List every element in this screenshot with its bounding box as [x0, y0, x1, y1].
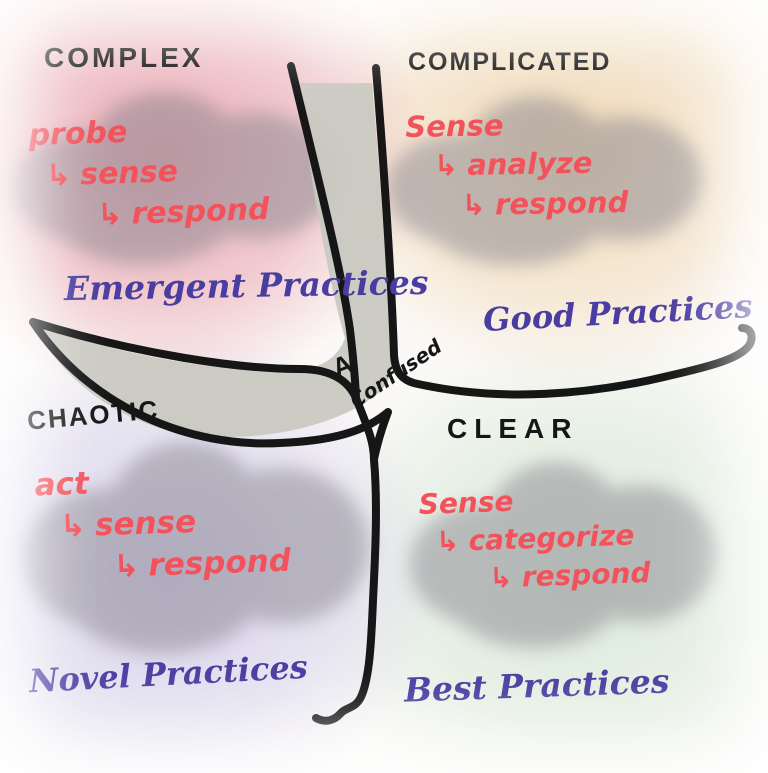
- branch-arrow-icon: ↳: [433, 148, 459, 183]
- branch-arrow-icon: ↳: [112, 548, 141, 586]
- step-line: ↳respond: [112, 542, 292, 586]
- curve-crescent-bottom: [29, 318, 392, 463]
- clear-cloud: [410, 462, 720, 652]
- branch-arrow-icon: ↳: [96, 196, 124, 233]
- complex-label: COMPLEX: [44, 42, 204, 73]
- cloud-lump: [447, 541, 621, 649]
- center-a-label: A: [327, 348, 358, 384]
- good-practices-label: Good Practices: [482, 286, 754, 340]
- branch-arrow-icon: ↳: [435, 524, 461, 559]
- branch-arrow-icon: ↳: [461, 187, 487, 222]
- chaotic-label: CHAOTIC: [25, 394, 161, 436]
- step-line: ↳respond: [96, 191, 270, 233]
- branch-arrow-icon: ↳: [45, 157, 72, 194]
- step-line: ↳analyze: [433, 146, 593, 183]
- step-line: Sense: [405, 108, 504, 144]
- center-confused-label: Confused: [345, 334, 447, 413]
- emergent-practices-label: Emergent Practices: [63, 262, 429, 309]
- best-practices-label: Best Practices: [403, 661, 670, 710]
- chaotic-steps: act ↳sense ↳respond: [34, 456, 292, 591]
- complicated-steps: Sense ↳analyze ↳respond: [405, 104, 629, 226]
- complicated-label: COMPLICATED: [408, 48, 612, 76]
- step-line: ↳respond: [488, 556, 652, 595]
- step-line: ↳respond: [461, 184, 629, 222]
- clear-label: CLEAR: [447, 413, 579, 444]
- branch-arrow-icon: ↳: [488, 560, 514, 595]
- complex-steps: probe ↳sense ↳respond: [28, 108, 270, 239]
- branch-arrow-icon: ↳: [59, 507, 87, 545]
- clear-steps: Sense ↳categorize ↳respond: [418, 478, 651, 600]
